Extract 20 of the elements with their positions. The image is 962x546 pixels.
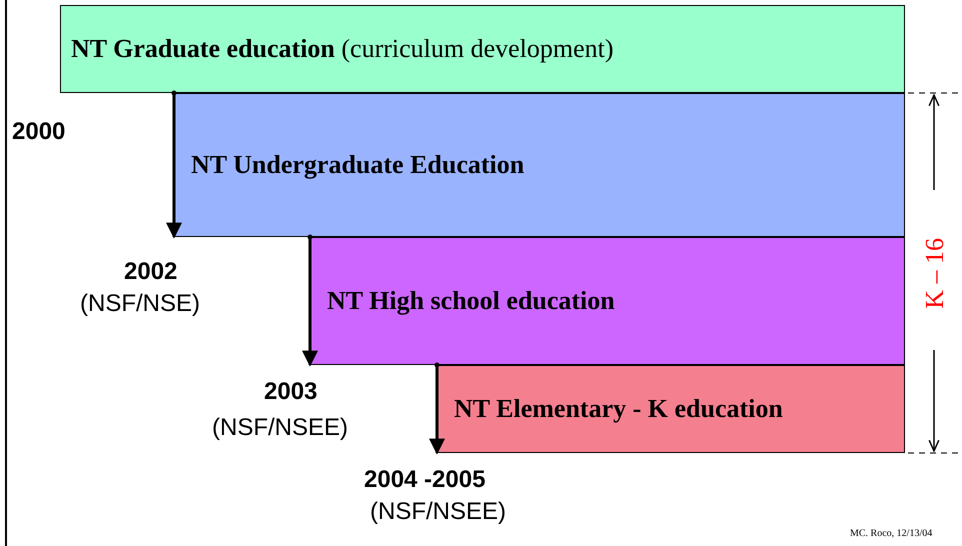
year-label: 2000 — [12, 118, 66, 146]
agency-label: (NSF/NSEE) — [370, 498, 506, 526]
band-title: NT High school education — [327, 286, 615, 316]
credit-note: MC. Roco, 12/13/04 — [850, 528, 932, 539]
education-band — [174, 93, 905, 237]
education-band — [310, 237, 905, 365]
band-title: NT Graduate education (curriculum development) — [71, 34, 614, 64]
range-label: K – 16 — [920, 238, 950, 309]
year-label: 2003 — [264, 378, 318, 406]
agency-label: (NSF/NSEE) — [212, 414, 348, 442]
arrow — [302, 234, 318, 367]
education-band — [60, 5, 905, 93]
education-band — [437, 365, 905, 453]
band-title: NT Elementary - K education — [454, 394, 783, 424]
year-label: 2002 — [124, 258, 178, 286]
band-title: NT Undergraduate Education — [191, 150, 524, 180]
arrow — [166, 90, 182, 239]
agency-label: (NSF/NSE) — [80, 290, 200, 318]
year-label: 2004 -2005 — [364, 466, 486, 494]
arrow — [429, 362, 445, 455]
